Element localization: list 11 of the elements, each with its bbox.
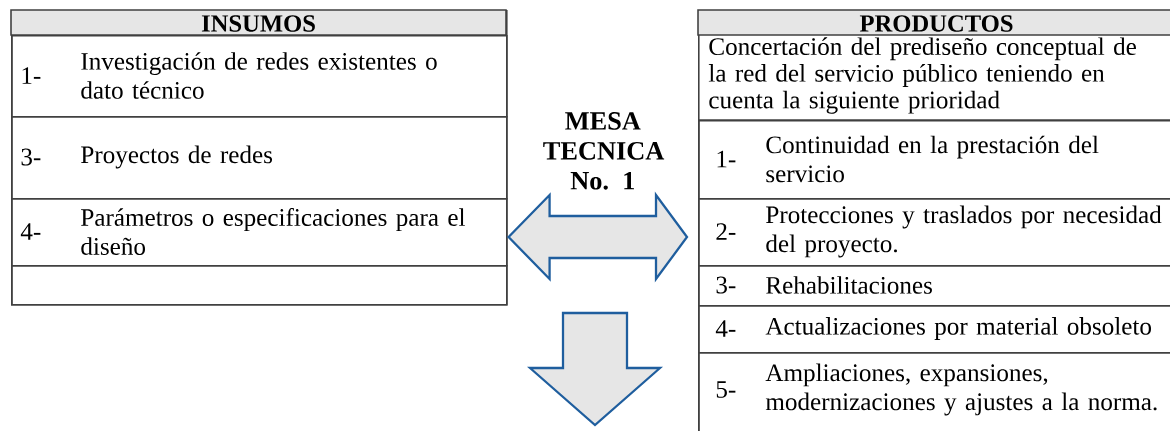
table-row: 1- Investigación de redes existentes o dato técnico [11,35,508,118]
edge-label: MESA TECNICA No. 1 [543,112,665,190]
double-arrow [507,191,689,283]
table-row: 3- Proyectos de redes [11,116,508,200]
table-row: 4- Actualizaciones por material obsoleto [698,305,1170,354]
empty-row [11,265,508,306]
table-row: 3- Rehabilitaciones [698,265,1170,307]
table-row: 2- Protecciones y traslados por necesidad del proyecto. [698,198,1170,267]
table-row: 5- Ampliaciones, expansiones, modernizaciones y ajustes a la norma. [698,352,1170,431]
table-row: 4- Parámetros o especificaciones para el diseño [11,198,508,267]
table-row: 1- Continuidad en la prestación del servicio [698,120,1170,200]
